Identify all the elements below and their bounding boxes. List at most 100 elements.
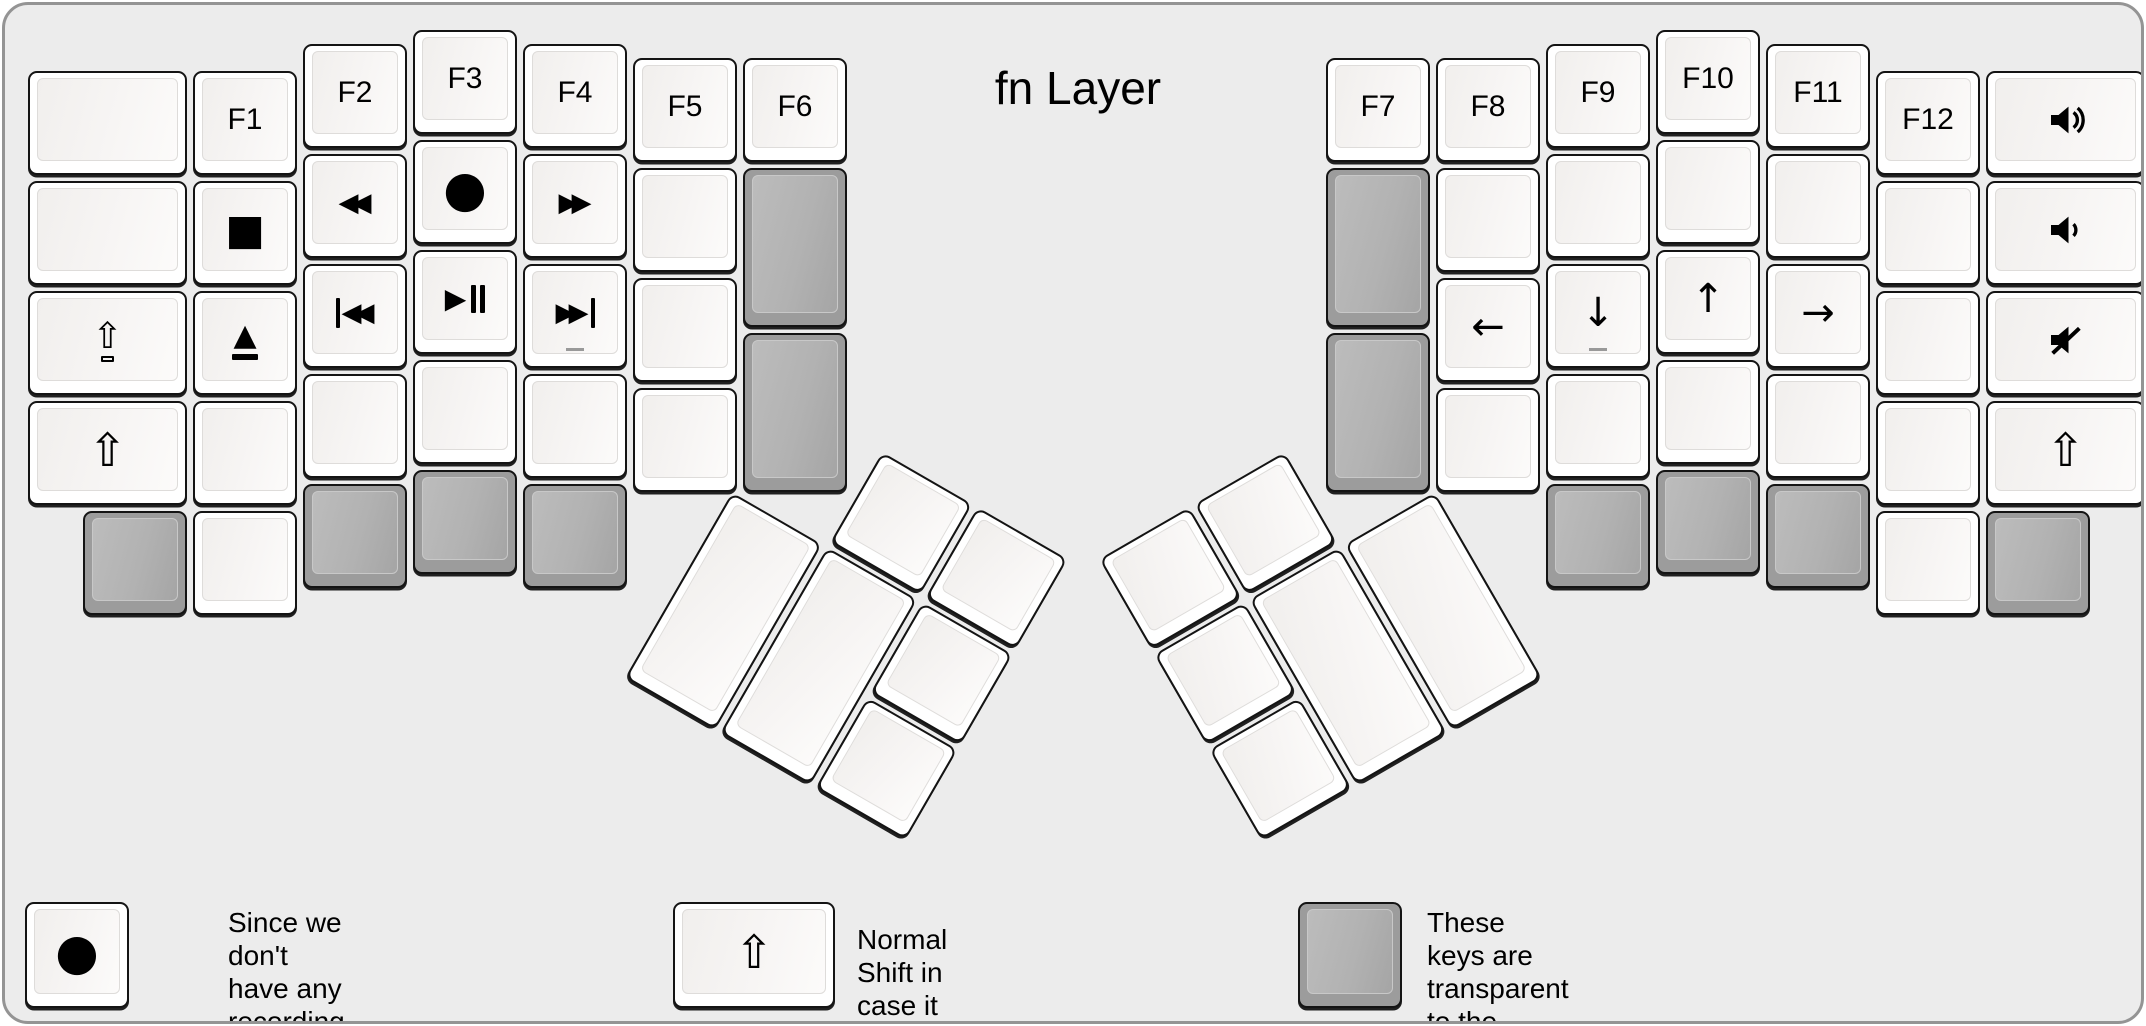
key-blank[interactable] bbox=[1436, 387, 1540, 492]
key-blank[interactable] bbox=[1436, 167, 1540, 272]
keycap-surface bbox=[1995, 408, 2136, 492]
keycap-surface bbox=[1335, 64, 1421, 148]
key-label: F9 bbox=[1580, 75, 1616, 109]
key-shift[interactable]: ⇧ bbox=[28, 401, 187, 506]
key-volume-down[interactable] bbox=[1986, 181, 2141, 286]
key-f8[interactable]: F8 bbox=[1436, 57, 1540, 162]
key-f6[interactable]: F6 bbox=[743, 57, 847, 162]
key-blank[interactable] bbox=[193, 401, 297, 506]
key-stop[interactable]: ■ bbox=[193, 181, 297, 286]
key-transparent[interactable] bbox=[743, 167, 847, 327]
keycap-surface bbox=[1555, 490, 1641, 574]
key-f1[interactable]: F1 bbox=[193, 71, 297, 176]
key-blank[interactable] bbox=[1876, 291, 1980, 396]
keycap-surface bbox=[312, 380, 398, 464]
key-previous-track[interactable]: ◀◀ bbox=[303, 263, 407, 368]
key-blank[interactable] bbox=[633, 167, 737, 272]
key-blank[interactable] bbox=[633, 387, 737, 492]
key-volume-up[interactable] bbox=[1986, 71, 2141, 176]
keycap-surface bbox=[1665, 367, 1751, 450]
keycap-surface bbox=[532, 490, 618, 574]
key-shift[interactable]: ⇧ bbox=[1986, 401, 2141, 506]
keycap-surface bbox=[422, 147, 508, 230]
keycap-surface bbox=[422, 37, 508, 120]
key-transparent[interactable] bbox=[1326, 167, 1430, 327]
stop-icon: ■ bbox=[225, 205, 265, 255]
key-blank[interactable] bbox=[303, 373, 407, 478]
volume-down-icon bbox=[2046, 210, 2086, 250]
keycap-surface bbox=[1775, 50, 1861, 134]
keycap-surface bbox=[1775, 490, 1861, 574]
key-arrow-left[interactable]: ← bbox=[1436, 277, 1540, 382]
key-record[interactable]: ● bbox=[413, 140, 517, 244]
key-transparent[interactable] bbox=[1546, 483, 1650, 588]
volume-mute-icon bbox=[2046, 320, 2086, 360]
key-f7[interactable]: F7 bbox=[1326, 57, 1430, 162]
key-fast-forward[interactable]: ▶▶ bbox=[523, 153, 627, 258]
keycap-surface bbox=[422, 477, 508, 560]
key-transparent[interactable] bbox=[1326, 332, 1430, 492]
keycap-surface bbox=[1665, 37, 1751, 120]
key-blank[interactable] bbox=[523, 373, 627, 478]
key-blank[interactable] bbox=[1656, 140, 1760, 244]
keycap-surface bbox=[312, 490, 398, 574]
keycap-surface bbox=[532, 380, 618, 464]
key-blank[interactable] bbox=[28, 71, 187, 176]
key-transparent[interactable] bbox=[743, 332, 847, 492]
rewind-icon: ◀◀ bbox=[338, 187, 372, 218]
key-eject[interactable]: ▲ bbox=[193, 291, 297, 396]
keycap-surface bbox=[940, 517, 1057, 633]
key-blank[interactable] bbox=[1876, 401, 1980, 506]
keycap-surface bbox=[1335, 174, 1421, 313]
key-rewind[interactable]: ◀◀ bbox=[303, 153, 407, 258]
key-f5[interactable]: F5 bbox=[633, 57, 737, 162]
key-blank[interactable] bbox=[1876, 181, 1980, 286]
key-f9[interactable]: F9 bbox=[1546, 43, 1650, 148]
keycap-surface bbox=[532, 160, 618, 244]
key-play-pause[interactable]: ▶ bbox=[413, 250, 517, 354]
key-volume-mute[interactable] bbox=[1986, 291, 2141, 396]
key-arrow-down[interactable]: ↓ bbox=[1546, 263, 1650, 368]
arrow-left-icon: ← bbox=[1471, 303, 1505, 350]
shift-icon: ⇧ bbox=[2046, 423, 2085, 478]
key-next-track[interactable]: ▶▶ bbox=[523, 263, 627, 368]
shift-icon: ⇧ bbox=[734, 925, 774, 979]
key-transparent[interactable] bbox=[83, 511, 187, 616]
key-transparent[interactable] bbox=[303, 483, 407, 588]
key-f4[interactable]: F4 bbox=[523, 43, 627, 148]
key-blank[interactable] bbox=[633, 277, 737, 382]
key-shift: ⇧ bbox=[673, 902, 835, 1008]
volume-up-icon bbox=[1988, 73, 2141, 167]
keycap-surface bbox=[1445, 284, 1531, 368]
homing-bar bbox=[1589, 347, 1607, 351]
key-transparent[interactable] bbox=[413, 470, 517, 574]
key-transparent[interactable] bbox=[1986, 511, 2090, 616]
key-caps-lock[interactable]: ⇧ bbox=[28, 291, 187, 396]
key-transparent[interactable] bbox=[1766, 483, 1870, 588]
key-blank[interactable] bbox=[1766, 373, 1870, 478]
key-label: F8 bbox=[1470, 89, 1506, 123]
key-blank[interactable] bbox=[1546, 373, 1650, 478]
key-f3[interactable]: F3 bbox=[413, 30, 517, 134]
key-transparent[interactable] bbox=[1656, 470, 1760, 574]
key-transparent[interactable] bbox=[523, 483, 627, 588]
key-blank[interactable] bbox=[1766, 153, 1870, 258]
key-f10[interactable]: F10 bbox=[1656, 30, 1760, 134]
key-blank[interactable] bbox=[193, 511, 297, 616]
legend-text-2: Normal Shift in case it needs to be send… bbox=[857, 924, 948, 1021]
key-blank[interactable] bbox=[413, 360, 517, 464]
key-f12[interactable]: F12 bbox=[1876, 71, 1980, 176]
key-arrow-up[interactable]: ↑ bbox=[1656, 250, 1760, 354]
key-f11[interactable]: F11 bbox=[1766, 43, 1870, 148]
key-arrow-right[interactable]: → bbox=[1766, 263, 1870, 368]
key-transparent bbox=[1298, 902, 1402, 1008]
keycap-surface bbox=[1445, 174, 1531, 258]
key-blank[interactable] bbox=[1546, 153, 1650, 258]
key-blank[interactable] bbox=[1656, 360, 1760, 464]
layer-title: fn Layer bbox=[994, 62, 1162, 114]
key-blank[interactable] bbox=[28, 181, 187, 286]
keycap-surface bbox=[92, 518, 178, 602]
key-label: F12 bbox=[1902, 103, 1954, 137]
key-f2[interactable]: F2 bbox=[303, 43, 407, 148]
key-blank[interactable] bbox=[1876, 511, 1980, 616]
